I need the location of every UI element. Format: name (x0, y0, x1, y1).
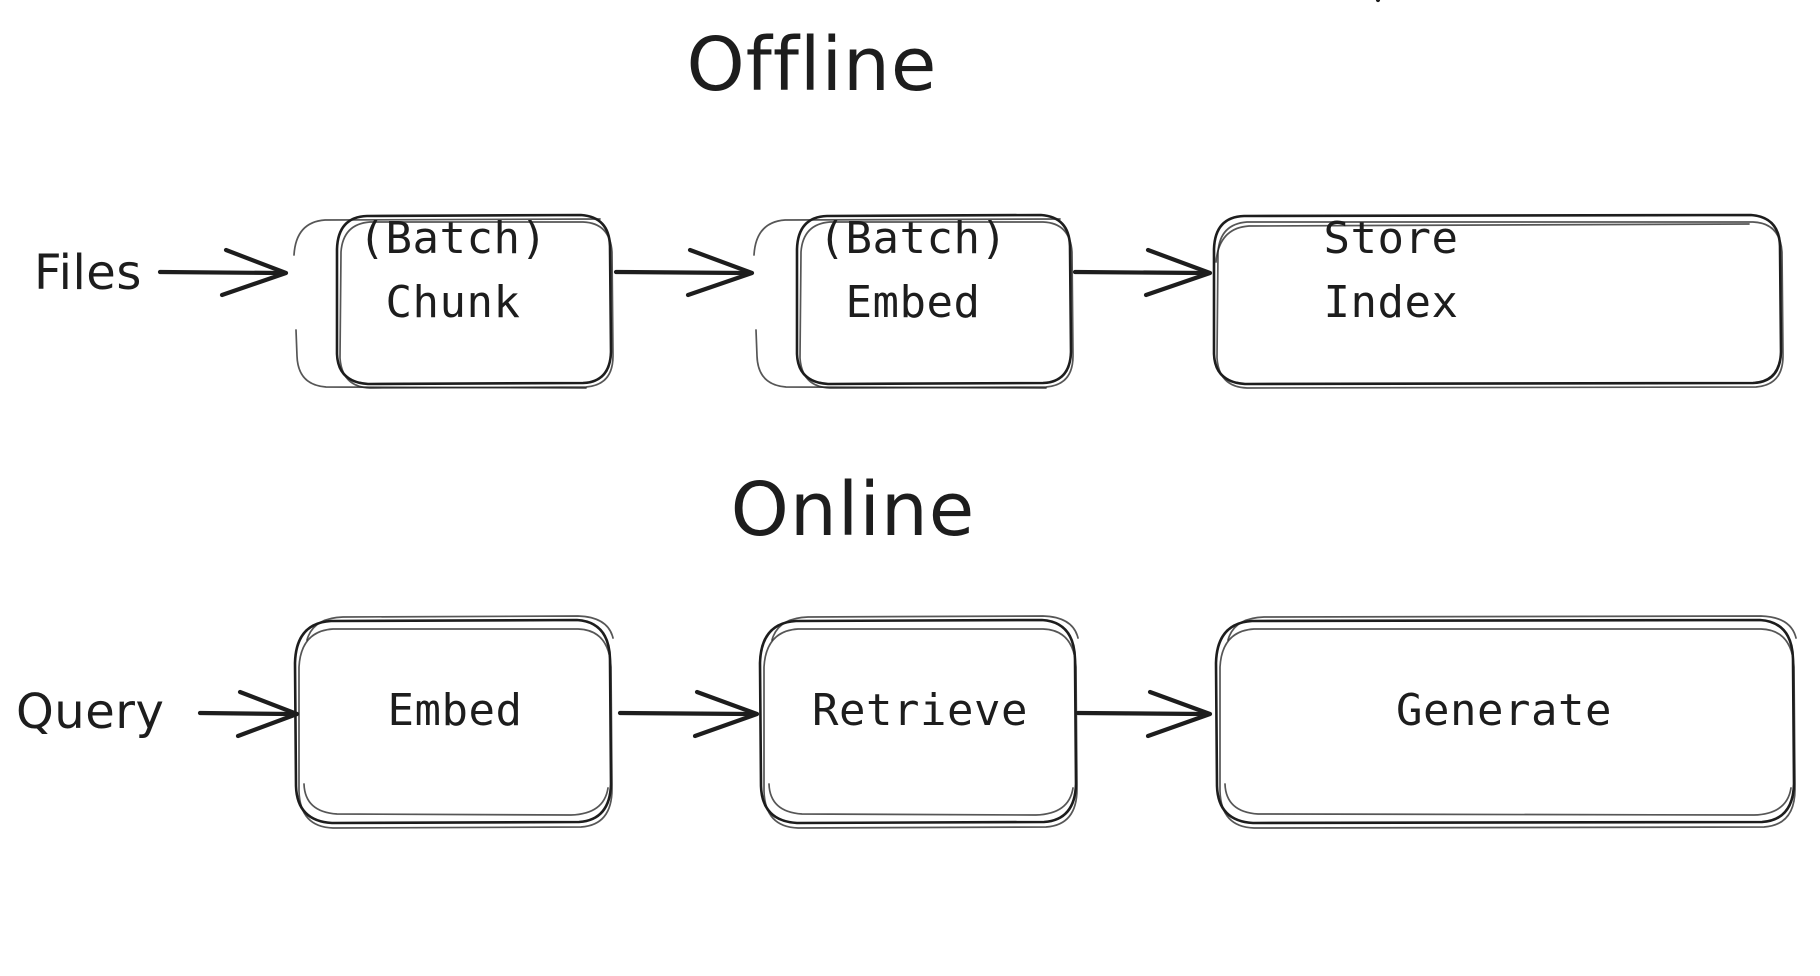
node-retrieve[interactable]: Retrieve (758, 615, 1079, 829)
node-batch-chunk[interactable]: (Batch) Chunk (293, 213, 614, 389)
node-store-index-line2: Index (1324, 277, 1459, 328)
node-embed-label: Embed (388, 685, 523, 736)
node-batch-chunk-line1: (Batch) (359, 213, 548, 264)
node-store-index-line1: Store (1324, 213, 1459, 264)
edge-batch-chunk-to-batch-embed (613, 247, 755, 298)
edge-embed-to-retrieve (617, 689, 760, 739)
online-input-label-query: Query (16, 684, 164, 740)
edge-batch-embed-to-store-index (1072, 247, 1213, 298)
node-batch-chunk-line2: Chunk (386, 277, 521, 328)
offline-section: Offline Files (Batch) Chunk ( (34, 22, 1784, 389)
node-batch-embed-line1: (Batch) (819, 213, 1008, 264)
edge-retrieve-to-generate (1075, 0, 1381, 739)
online-section: Online Query Embed Retrieve (16, 0, 1797, 829)
node-batch-embed-line2: Embed (846, 277, 981, 328)
edge-files-to-batch-chunk (157, 247, 289, 298)
node-store-index[interactable]: Store Index (1212, 213, 1784, 389)
node-generate-label: Generate (1396, 685, 1612, 736)
node-retrieve-label: Retrieve (812, 685, 1028, 736)
node-generate[interactable]: Generate (1214, 615, 1797, 829)
offline-input-label-files: Files (34, 245, 142, 301)
online-section-title: Online (731, 467, 976, 553)
edge-query-to-embed (197, 689, 300, 739)
node-batch-embed[interactable]: (Batch) Embed (753, 213, 1074, 389)
node-embed[interactable]: Embed (293, 615, 614, 829)
offline-section-title: Offline (687, 22, 938, 108)
